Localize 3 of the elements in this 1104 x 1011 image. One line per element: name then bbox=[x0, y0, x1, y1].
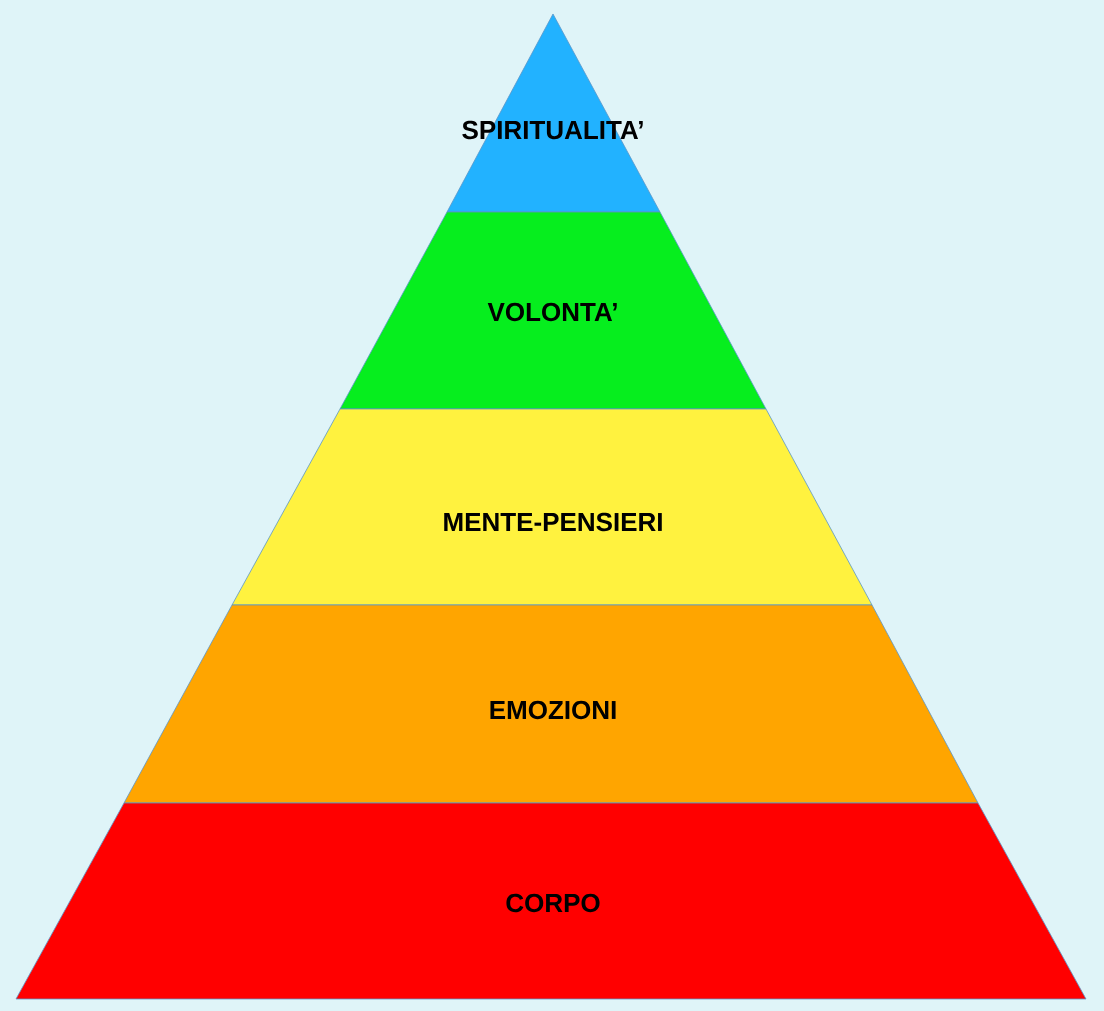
pyramid-band: VOLONTA’ bbox=[339, 211, 767, 410]
pyramid-band: EMOZIONI bbox=[123, 604, 979, 804]
pyramid-band: MENTE-PENSIERI bbox=[231, 408, 873, 606]
